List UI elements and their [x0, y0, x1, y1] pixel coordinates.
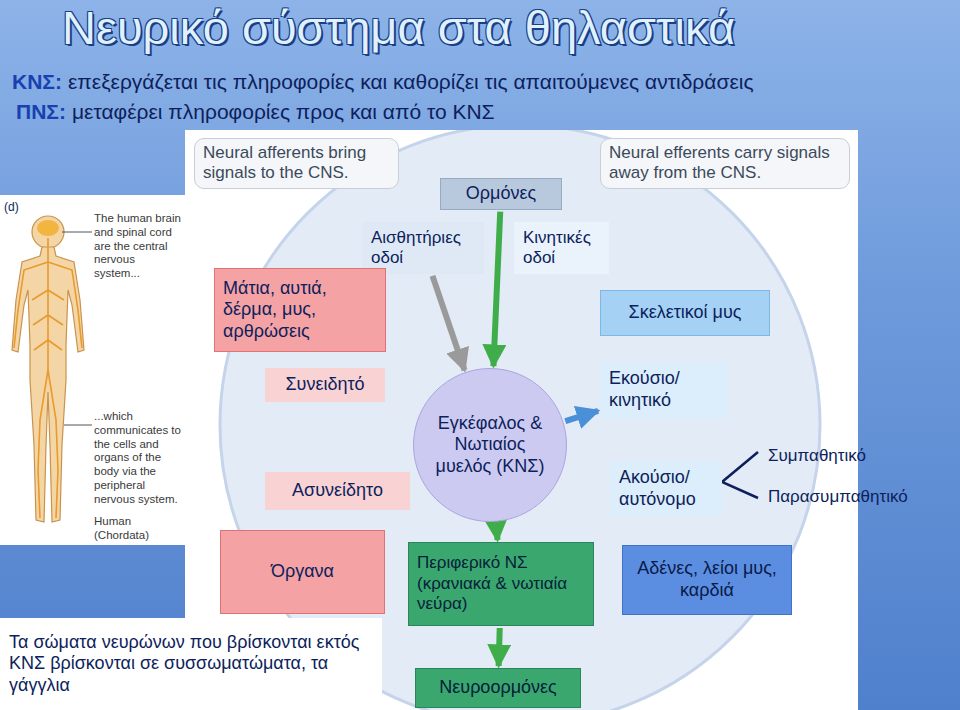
node-text: Περιφερικό ΝΣ (κρανιακά & νωτιαία νεύρα) [417, 553, 585, 614]
definition: επεξεργάζεται τις πληροφορίες και καθορί… [68, 70, 754, 93]
note-box: Τα σώματα νευρώνων που βρίσκονται εκτός … [0, 618, 382, 710]
node-text: Αισθητήριες οδοί [371, 228, 475, 269]
arrow-connector [499, 628, 500, 666]
node-text: Τα σώματα νευρώνων που βρίσκονται εκτός … [9, 632, 373, 697]
term: ΠΝΣ: [16, 100, 66, 123]
arrow-connector [432, 276, 464, 370]
figure-note: ...which communicates to the cells and o… [94, 410, 184, 507]
node-text: Ορμόνες [449, 183, 553, 205]
human-figure [12, 216, 92, 522]
node-text: Αδένες, λείοι μυς, καρδιά [631, 558, 783, 601]
node-text: Κινητικές οδοί [523, 228, 600, 269]
pathway-box: Κινητικές οδοί [514, 222, 609, 274]
node-text: Neural efferents carry signals away from… [609, 143, 841, 184]
arrow-connector [496, 524, 497, 540]
node-text: Σκελετικοί μυς [609, 302, 761, 324]
node-text: Όργανα [229, 561, 376, 583]
definition-line: ΚΝΣ: επεξεργάζεται τις πληροφορίες και κα… [12, 70, 754, 94]
node-text: Εγκέφαλος & Νωτιαίος μυελός (ΚΝΣ) [428, 413, 552, 478]
figure-letter: (d) [4, 200, 34, 214]
effector-box: Αδένες, λείοι μυς, καρδιά [622, 545, 792, 615]
slide-title: Νευρικό σύστημα στα θηλαστικά [62, 0, 735, 55]
organ-box: Όργανα [220, 530, 385, 614]
node-text: Ασυνείδητο [274, 480, 401, 502]
pathway-box: Αισθητήριες οδοί [362, 222, 484, 274]
node-text: Νευροορμόνες [424, 677, 572, 699]
cns-circle: Εγκέφαλος & Νωτιαίος μυελός (ΚΝΣ) [413, 368, 567, 522]
figure-note: The human brain and spinal cord are the … [94, 212, 184, 281]
muscle-box: Σκελετικοί μυς [600, 290, 770, 336]
figure-caption: Human (Chordata) [94, 515, 184, 543]
category-box: Ακούσιο/ αυτόνομο [610, 462, 722, 516]
bracket [722, 452, 758, 498]
definition: μεταφέρει πληροφορίες προς και από το ΚΝ… [72, 100, 495, 123]
arrow-connector [565, 411, 598, 421]
category-box: Συνειδητό [265, 368, 385, 402]
category-box: Εκούσιο/ κινητικό [600, 362, 728, 418]
branch-label: Παρασυμπαθητικό [768, 487, 956, 507]
note-bubble: Neural afferents bring signals to the CN… [194, 138, 399, 189]
node-text: Συνειδητό [274, 374, 376, 396]
organ-box: Μάτια, αυτιά, δέρμα, μυς, αρθρώσεις [214, 268, 386, 352]
category-box: Ασυνείδητο [265, 472, 410, 510]
pns-box: Περιφερικό ΝΣ (κρανιακά & νωτιαία νεύρα) [408, 542, 594, 626]
node-text: Ακούσιο/ αυτόνομο [619, 467, 713, 510]
branch-label: Συμπαθητικό [768, 446, 953, 466]
pns-box: Νευροορμόνες [415, 668, 581, 708]
term: ΚΝΣ: [12, 70, 62, 93]
node-text: Εκούσιο/ κινητικό [609, 368, 719, 411]
process-box: Ορμόνες [440, 178, 562, 210]
node-text: Neural afferents bring signals to the CN… [203, 143, 390, 184]
definition-line: ΠΝΣ: μεταφέρει πληροφορίες προς και από τ… [16, 100, 495, 124]
note-bubble: Neural efferents carry signals away from… [600, 138, 850, 189]
arrow-connector [493, 212, 500, 366]
node-text: Μάτια, αυτιά, δέρμα, μυς, αρθρώσεις [223, 278, 377, 343]
figure-panel [0, 195, 186, 545]
